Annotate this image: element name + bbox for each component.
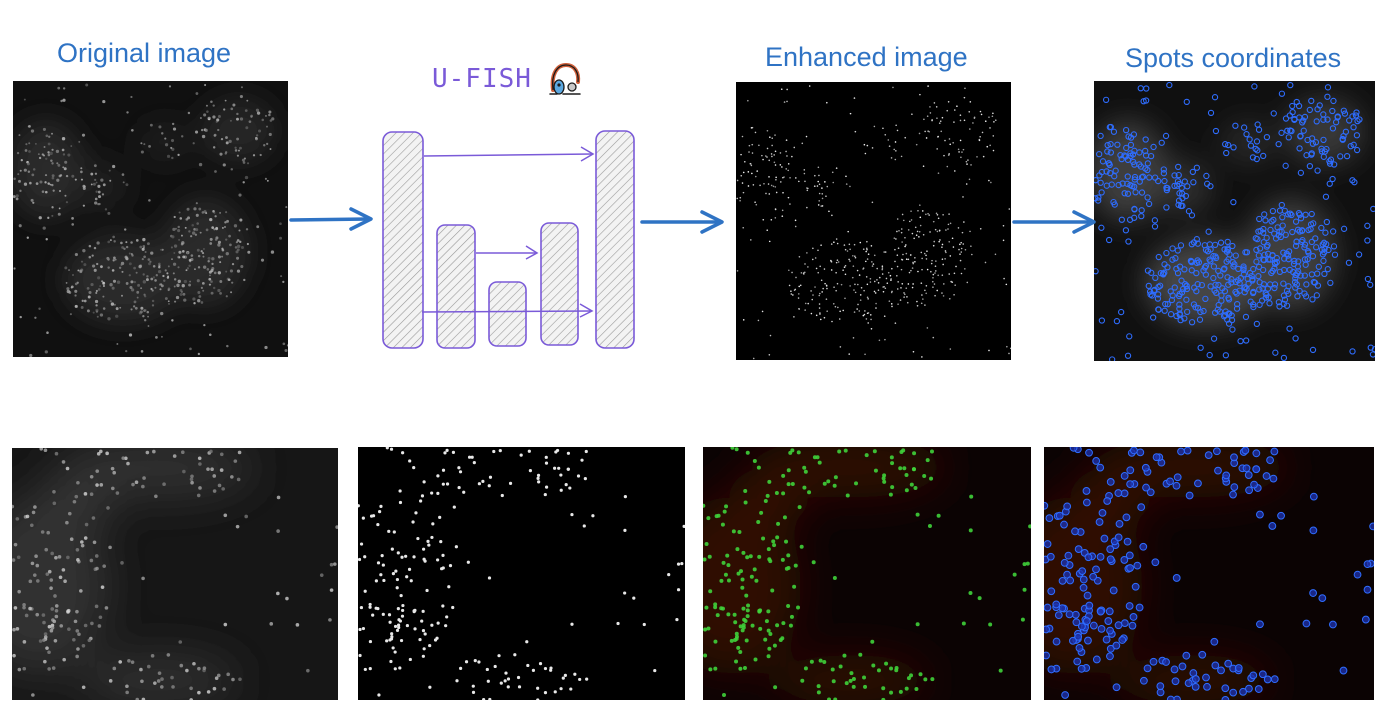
spots-zoom-image xyxy=(1044,447,1374,700)
decoder-block-2 xyxy=(540,222,579,346)
original-zoom-image xyxy=(12,448,338,700)
merged-channel-zoom-image xyxy=(703,447,1031,700)
enhanced-zoom-image xyxy=(358,447,685,700)
decoder-block-1 xyxy=(595,130,635,349)
original-image-panel xyxy=(13,81,288,357)
fish-hook-logo-icon xyxy=(549,62,581,95)
spots-overlay-image xyxy=(1094,81,1375,361)
enhanced-image-label: Enhanced image xyxy=(765,42,968,72)
enhanced-microscopy-image xyxy=(736,82,1011,360)
spots-zoom-panel xyxy=(1044,447,1374,700)
enhanced-zoom-panel xyxy=(358,447,685,700)
encoder-block-1 xyxy=(382,131,424,349)
spots-coordinates-panel xyxy=(1094,81,1375,361)
enhanced-image-panel xyxy=(736,82,1011,360)
merged-zoom-panel xyxy=(703,447,1031,700)
original-zoom-panel xyxy=(12,448,338,700)
model-title: U-FISH xyxy=(432,64,532,94)
original-microscopy-image xyxy=(13,81,288,357)
right-arrow-icon xyxy=(1012,210,1096,234)
encoder-block-2 xyxy=(436,224,476,349)
right-arrow-icon xyxy=(640,210,724,234)
bottleneck-block xyxy=(488,281,527,347)
original-image-label: Original image xyxy=(57,38,232,68)
spots-coordinates-label: Spots coordinates xyxy=(1125,43,1342,73)
right-arrow-icon xyxy=(289,207,373,231)
unet-architecture-diagram xyxy=(382,130,635,349)
